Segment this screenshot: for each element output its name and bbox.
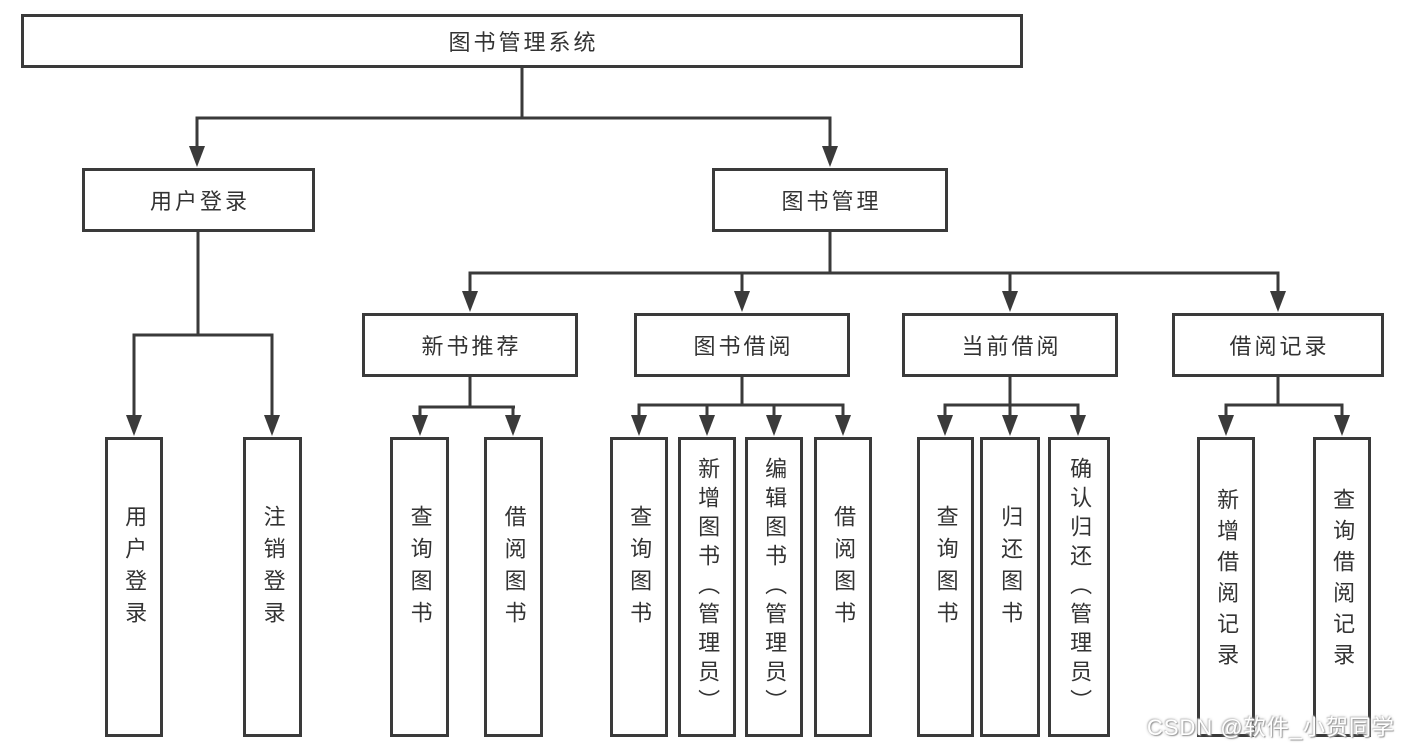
node-user-login-leaf-label: 用户登录	[122, 505, 148, 633]
node-book-borrow-label: 图书借阅	[693, 334, 794, 359]
connector-new-book-recommend	[412, 377, 521, 436]
node-borrow-record-label: 借阅记录	[1229, 334, 1330, 359]
node-logout: 注销登录	[243, 437, 302, 737]
node-nbr-query-book-label: 查询图书	[407, 505, 433, 633]
node-bb-query-book-label: 查询图书	[627, 505, 653, 633]
node-new-book-recommend-label: 新书推荐	[421, 334, 522, 359]
node-nbr-borrow-book: 借阅图书	[484, 437, 543, 737]
node-bb-add-book-admin: 新增图书（管理员）	[678, 437, 736, 737]
node-cb-confirm-return-admin-label: 确认归还（管理员）	[1067, 456, 1093, 718]
node-bb-edit-book-admin-label: 编辑图书（管理员）	[762, 456, 788, 718]
node-br-add-record: 新增借阅记录	[1197, 437, 1255, 737]
node-current-borrow-label: 当前借阅	[961, 334, 1062, 359]
node-borrow-record: 借阅记录	[1172, 313, 1384, 377]
node-cb-query-book: 查询图书	[917, 437, 974, 737]
node-bb-borrow-book: 借阅图书	[814, 437, 872, 737]
node-user-login-label: 用户登录	[149, 189, 250, 214]
node-book-management-label: 图书管理	[781, 189, 882, 214]
node-br-query-record: 查询借阅记录	[1313, 437, 1371, 737]
connector-root	[189, 68, 838, 167]
node-nbr-borrow-book-label: 借阅图书	[501, 505, 527, 633]
node-bb-borrow-book-label: 借阅图书	[831, 505, 857, 633]
node-bb-edit-book-admin: 编辑图书（管理员）	[745, 437, 803, 737]
node-book-borrow: 图书借阅	[634, 313, 850, 377]
node-br-query-record-label: 查询借阅记录	[1330, 488, 1356, 674]
node-cb-query-book-label: 查询图书	[933, 505, 959, 633]
node-bb-add-book-admin-label: 新增图书（管理员）	[695, 456, 721, 718]
node-user-login-leaf: 用户登录	[105, 437, 163, 737]
node-cb-return-book: 归还图书	[980, 437, 1040, 737]
node-user-login: 用户登录	[82, 168, 315, 232]
node-logout-label: 注销登录	[260, 505, 286, 633]
node-br-add-record-label: 新增借阅记录	[1214, 488, 1240, 674]
connector-book-borrow	[631, 377, 851, 436]
node-library-system-label: 图书管理系统	[448, 30, 599, 55]
node-current-borrow: 当前借阅	[902, 313, 1118, 377]
node-new-book-recommend: 新书推荐	[362, 313, 578, 377]
node-library-system: 图书管理系统	[21, 14, 1023, 68]
connector-current-borrow	[937, 377, 1086, 436]
node-bb-query-book: 查询图书	[610, 437, 668, 737]
connector-book-management	[462, 232, 1286, 312]
node-cb-confirm-return-admin: 确认归还（管理员）	[1048, 437, 1110, 737]
connector-user-login	[126, 232, 280, 436]
node-nbr-query-book: 查询图书	[390, 437, 449, 737]
connector-borrow-record	[1218, 377, 1350, 436]
node-book-management: 图书管理	[712, 168, 948, 232]
watermark-text: CSDN @软件_小贺同学	[1146, 715, 1395, 740]
node-cb-return-book-label: 归还图书	[998, 505, 1024, 633]
